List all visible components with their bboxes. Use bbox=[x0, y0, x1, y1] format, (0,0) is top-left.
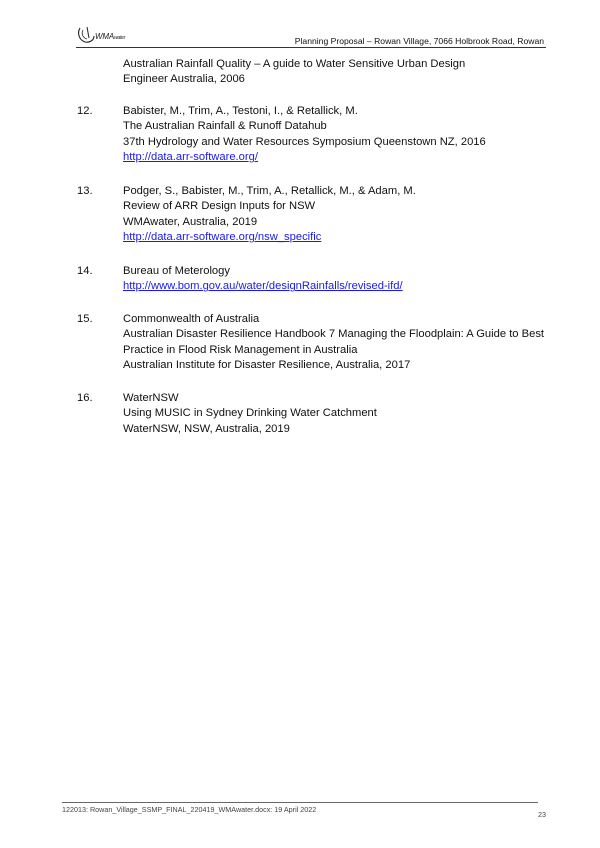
footer-divider bbox=[62, 802, 538, 803]
reference-line: Practice in Flood Risk Management in Aus… bbox=[123, 343, 358, 356]
reference-line: Commonwealth of Australia bbox=[123, 313, 260, 325]
reference-link[interactable]: http://data.arr-software.org/nsw_specifi… bbox=[123, 231, 322, 244]
reference-line: WMAwater, Australia, 2019 bbox=[123, 215, 258, 228]
reference-number: 16. bbox=[77, 392, 93, 404]
reference-number: 13. bbox=[77, 185, 93, 197]
reference-line: Australian Institute for Disaster Resili… bbox=[123, 359, 411, 372]
reference-number: 14. bbox=[77, 265, 93, 277]
wmawater-logo-icon bbox=[78, 26, 95, 43]
header-divider bbox=[76, 47, 546, 48]
reference-line: Australian Disaster Resilience Handbook … bbox=[123, 328, 545, 341]
reference-line: Using MUSIC in Sydney Drinking Water Cat… bbox=[123, 407, 377, 420]
reference-number: 15. bbox=[77, 313, 93, 325]
reference-link[interactable]: http://data.arr-software.org/ bbox=[123, 151, 258, 164]
reference-line: WaterNSW bbox=[123, 392, 179, 404]
reference-line: Podger, S., Babister, M., Trim, A., Reta… bbox=[123, 185, 416, 197]
reference-line: The Australian Rainfall & Runoff Datahub bbox=[123, 120, 327, 133]
reference-link[interactable]: http://www.bom.gov.au/water/designRainfa… bbox=[123, 280, 403, 293]
reference-line: 37th Hydrology and Water Resources Sympo… bbox=[123, 135, 486, 148]
reference-line: Bureau of Meterology bbox=[123, 265, 230, 277]
reference-line: Australian Rainfall Quality – A guide to… bbox=[123, 58, 466, 70]
reference-line: Babister, M., Trim, A., Testoni, I., & R… bbox=[123, 105, 358, 117]
reference-line: Engineer Australia, 2006 bbox=[123, 73, 245, 86]
header-title: Planning Proposal – Rowan Village, 7066 … bbox=[294, 36, 544, 46]
reference-number: 12. bbox=[77, 105, 93, 117]
reference-line: WaterNSW, NSW, Australia, 2019 bbox=[123, 422, 290, 435]
footer-document-name: 122013: Rowan_Village_SSMP_FINAL_220419_… bbox=[62, 805, 317, 814]
logo-wordmark: WMAwater bbox=[95, 32, 126, 41]
reference-line: Review of ARR Design Inputs for NSW bbox=[123, 200, 316, 213]
page-number: 23 bbox=[538, 810, 546, 819]
